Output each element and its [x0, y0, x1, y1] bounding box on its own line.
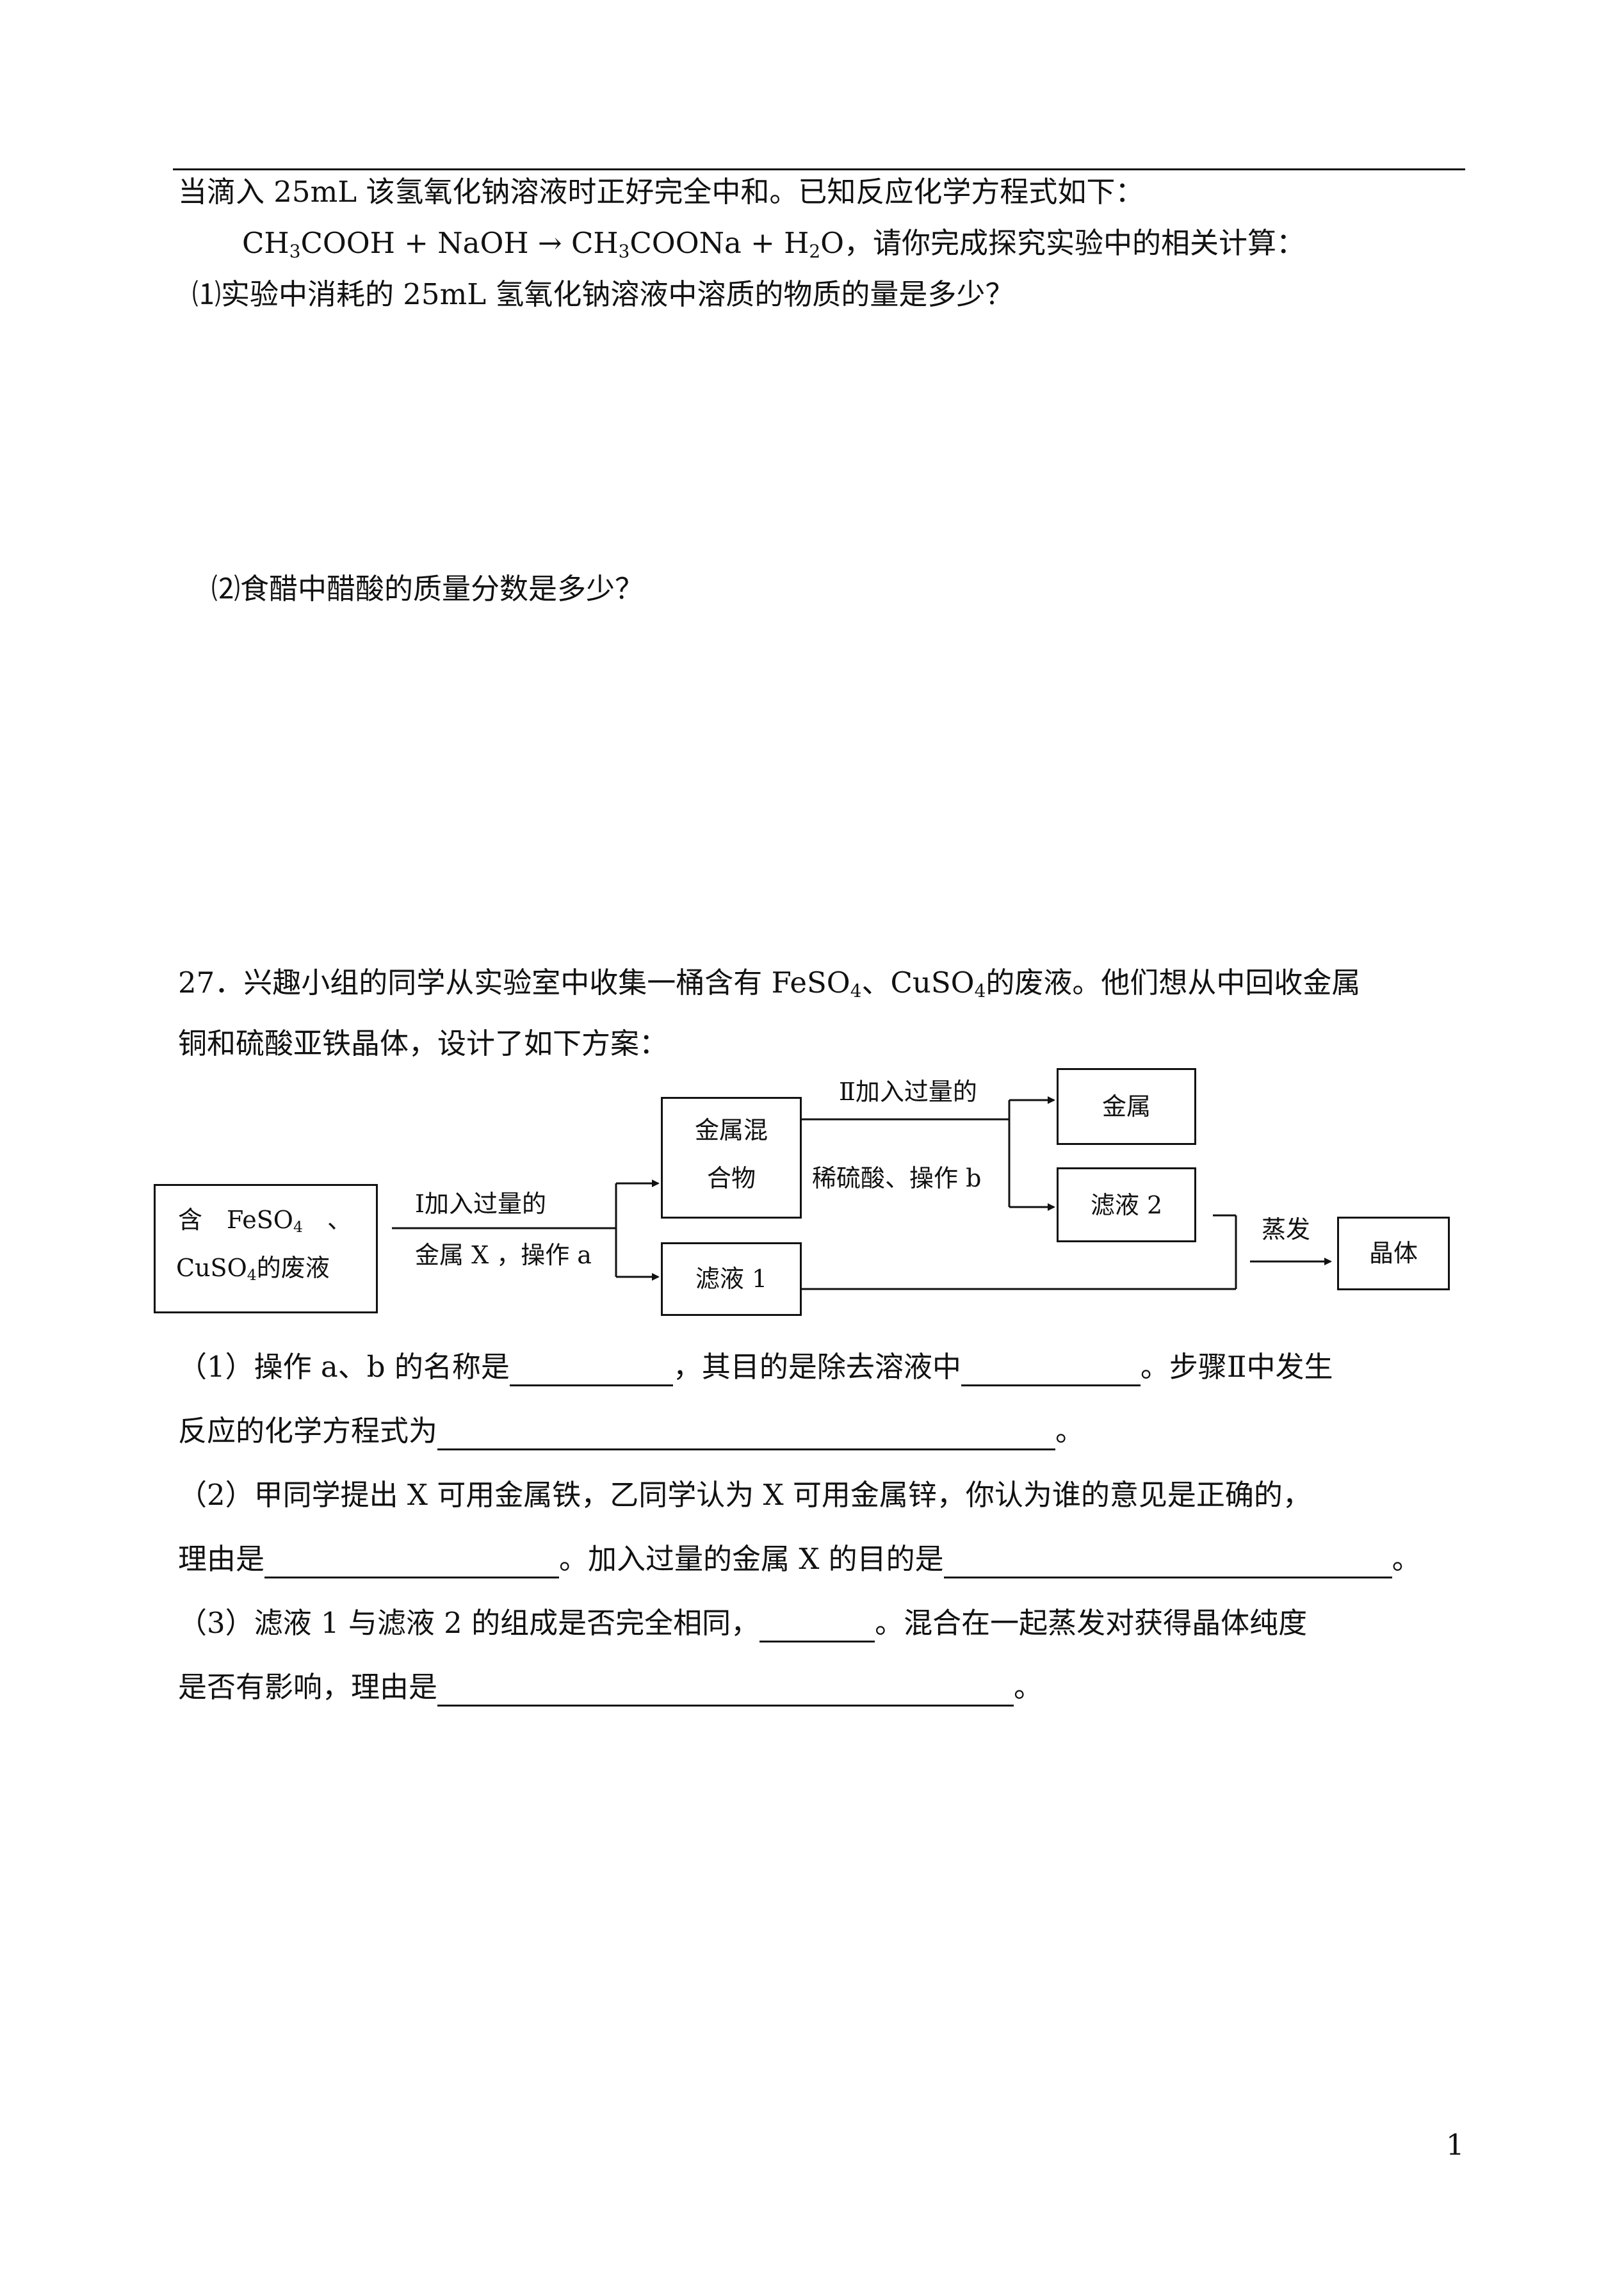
q27-line2: 铜和硫酸亚铁晶体，设计了如下方案：: [178, 1026, 669, 1060]
answer-blank-purpose[interactable]: [943, 1546, 1392, 1578]
q26-sub1: ⑴实验中消耗的 25mL 氢氧化钠溶液中溶质的物质的量是多少？: [192, 277, 1014, 311]
metal-box: [1057, 1068, 1196, 1145]
question-3-line1: （3）滤液 1 与滤液 2 的组成是否完全相同，。混合在一起蒸发对获得晶体纯度: [178, 1604, 1307, 1642]
step1-label-bottom: 金属 X ，操作 a: [415, 1241, 592, 1269]
intro-line: 当滴入 25mL 该氢氧化钠溶液时正好完全中和。已知反应化学方程式如下：: [178, 175, 1144, 209]
q26-sub2: ⑵食醋中醋酸的质量分数是多少？: [211, 572, 644, 606]
filtrate1-box: [661, 1242, 802, 1316]
filtrate1-label: 滤液 1: [695, 1265, 768, 1293]
page-number: 1: [1446, 2128, 1465, 2162]
crystal-label: 晶体: [1368, 1239, 1418, 1267]
step2-label-top: Ⅱ加入过量的: [839, 1078, 977, 1106]
reaction-arrow: →: [537, 226, 562, 260]
answer-blank-reason[interactable]: [264, 1546, 560, 1578]
filtrate2-box: [1057, 1167, 1196, 1242]
waste-liquid-box: [154, 1184, 378, 1313]
waste-liquid-line1: 含 FeSO4 、: [178, 1206, 352, 1236]
waste-liquid-line2: CuSO4的废液: [176, 1254, 330, 1284]
question-2-line1: （2）甲同学提出 X 可用金属铁，乙同学认为 X 可用金属锌，你认为谁的意见是正…: [178, 1478, 1311, 1512]
question-1-line1: （1）操作 a、b 的名称是，其目的是除去溶液中。步骤Ⅱ中发生: [178, 1348, 1333, 1386]
crystal-box: [1337, 1217, 1450, 1290]
evaporate-label: 蒸发: [1262, 1215, 1311, 1244]
question-3-line2: 是否有影响，理由是。: [178, 1668, 1043, 1707]
metal-mixture-line2: 合物: [706, 1164, 756, 1192]
header-rule: [173, 168, 1465, 170]
answer-blank-same[interactable]: [759, 1610, 875, 1642]
metal-mixture-box: [661, 1097, 802, 1219]
answer-blank-operation-name[interactable]: [509, 1354, 673, 1386]
question-2-line2: 理由是。加入过量的金属 X 的目的是。: [178, 1540, 1421, 1578]
answer-blank-influence[interactable]: [437, 1674, 1014, 1707]
answer-blank-impurity[interactable]: [961, 1354, 1141, 1386]
question-1-line2: 反应的化学方程式为。: [178, 1412, 1084, 1450]
step2-label-bottom: 稀硫酸、操作 b: [812, 1164, 982, 1192]
chemical-equation: CH3COOH + NaOH → CH3COONa + H2O，请你完成探究实验…: [242, 226, 1306, 262]
filtrate2-label: 滤液 2: [1090, 1191, 1163, 1219]
metal-label: 金属: [1101, 1092, 1151, 1121]
answer-blank-equation[interactable]: [437, 1418, 1056, 1450]
q27-line1: 27．兴趣小组的同学从实验室中收集一桶含有 FeSO4、CuSO4的废液。他们想…: [178, 966, 1361, 1002]
step1-label-top: Ⅰ加入过量的: [415, 1190, 547, 1218]
metal-mixture-line1: 金属混: [694, 1116, 768, 1144]
